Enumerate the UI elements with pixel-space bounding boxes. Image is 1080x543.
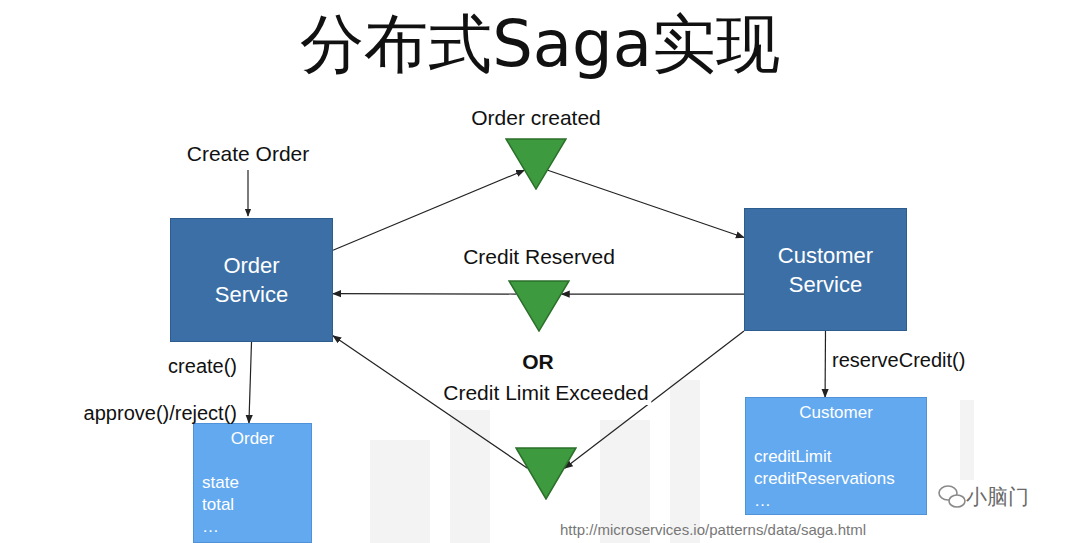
or-label: OR (488, 349, 588, 375)
connector-arrow (333, 293, 516, 295)
connector-arrow (562, 293, 744, 294)
triangle-shape (505, 138, 567, 190)
connector-arrow (333, 170, 524, 250)
entity-name: Customer (754, 402, 918, 424)
connector-arrow (824, 331, 826, 397)
event-channel-triangle: Credit Reserved (508, 280, 570, 332)
service-name: Customer Service (763, 241, 888, 299)
service-box: Customer Service (744, 208, 907, 331)
entity-fields: state total … (202, 472, 239, 538)
triangle-outline (506, 139, 566, 189)
entity-name: Order (202, 428, 303, 450)
event-name: Order created (468, 105, 604, 130)
page-title: 分布式Saga实现 (0, 4, 1080, 84)
skyline-watermark (370, 380, 974, 543)
entity-box: Order state total … (193, 423, 312, 543)
entity-box: Customer creditLimit creditReservations … (745, 397, 927, 515)
triangle-outline (509, 281, 569, 331)
event-name: Credit Reserved (460, 244, 618, 269)
service-box: Order Service (170, 218, 333, 342)
triangle-outline (516, 448, 576, 499)
connector-arrow (548, 170, 744, 237)
entity-fields: creditLimit creditReservations … (754, 446, 895, 512)
event-channel-triangle: Order created (505, 138, 567, 190)
connector-arrow (249, 342, 252, 423)
triangle-shape (515, 447, 577, 500)
event-channel-triangle: Credit Limit Exceeded (515, 447, 577, 500)
method-call-label: reserveCredit() (832, 347, 965, 373)
wechat-icon (939, 486, 965, 507)
method-call-label: create() approve()/reject() (47, 343, 237, 437)
watermark: 小脑门 (966, 484, 1029, 510)
service-name: Order Service (189, 251, 314, 309)
entry-label: Create Order (148, 141, 348, 167)
entry-arrow (247, 170, 248, 216)
event-name: Credit Limit Exceeded (440, 380, 651, 405)
triangle-shape (508, 280, 570, 332)
source-url: http://microservices.io/patterns/data/sa… (560, 520, 866, 539)
